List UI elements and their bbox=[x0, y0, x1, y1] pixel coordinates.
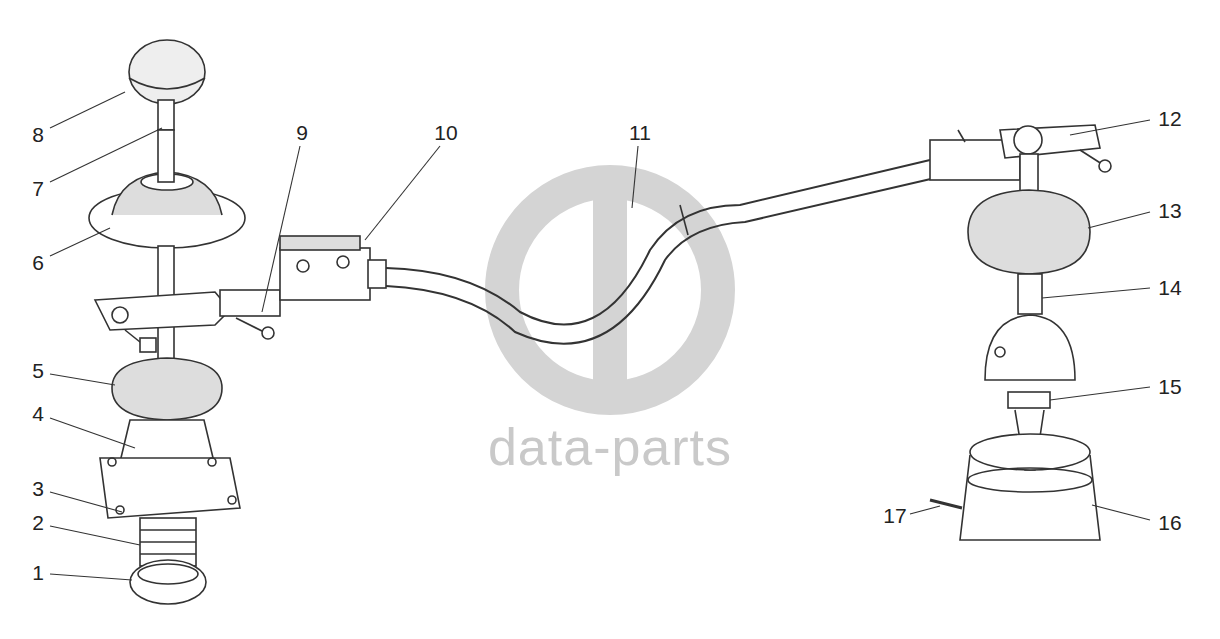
gear-linkage bbox=[89, 40, 1111, 604]
callout-number: 2 bbox=[32, 512, 44, 533]
callout-number: 14 bbox=[1158, 277, 1181, 298]
watermark-logo bbox=[502, 170, 718, 410]
callout-number: 10 bbox=[434, 122, 457, 143]
callout-number: 13 bbox=[1158, 200, 1181, 221]
callout-number: 12 bbox=[1158, 108, 1181, 129]
callout-number: 7 bbox=[32, 178, 44, 199]
callout-number: 5 bbox=[32, 360, 44, 381]
callout-number: 15 bbox=[1158, 376, 1181, 397]
leader-lines bbox=[50, 92, 1150, 580]
callout-number: 8 bbox=[32, 124, 44, 145]
callout-number: 11 bbox=[629, 122, 651, 143]
callout-number: 17 bbox=[883, 505, 906, 526]
callout-number: 9 bbox=[296, 122, 308, 143]
callout-number: 4 bbox=[32, 403, 44, 424]
callout-number: 6 bbox=[32, 252, 44, 273]
callout-number: 16 bbox=[1158, 512, 1181, 533]
watermark: data-parts bbox=[488, 421, 732, 473]
callout-number: 3 bbox=[32, 478, 44, 499]
callout-number: 1 bbox=[32, 562, 44, 583]
